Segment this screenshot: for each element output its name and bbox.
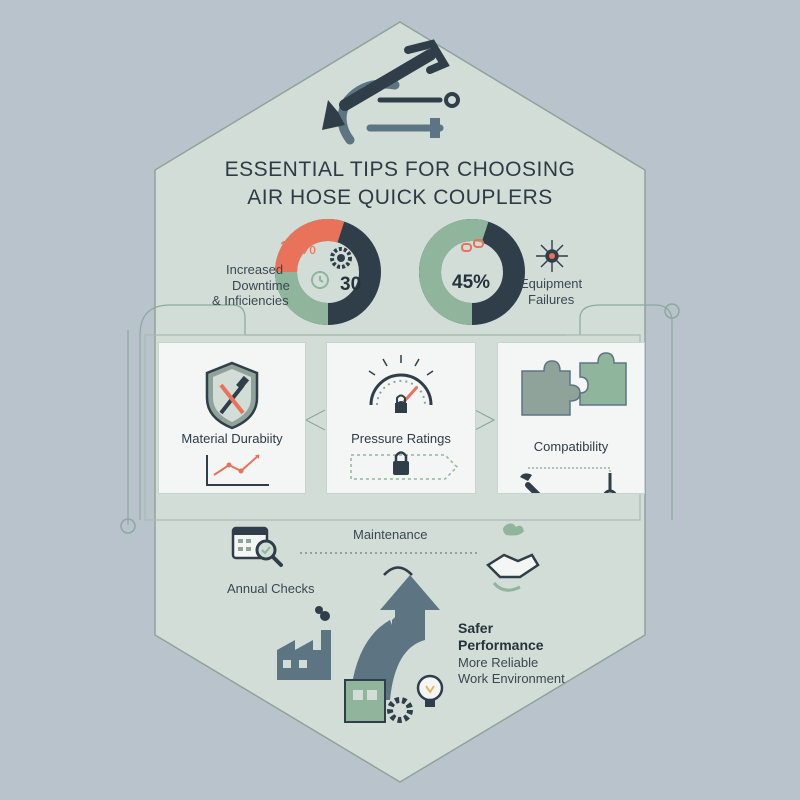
stat-failures-value: 45% <box>452 272 491 293</box>
calendar-search-icon <box>231 526 283 567</box>
lightbulb-icon <box>416 674 444 707</box>
donut-chart-downtime <box>275 219 381 325</box>
outcome-line3: More Reliable <box>458 655 539 670</box>
building-gear-icon <box>344 679 413 723</box>
stat-failures-label-1: Equipment <box>520 276 583 291</box>
gear-icon <box>330 247 352 269</box>
factory-icon <box>277 606 331 680</box>
broken-chain-icon <box>461 239 484 252</box>
outcome-line1: Safer <box>458 620 494 636</box>
connector-node-left <box>120 518 136 534</box>
arch-arrow-icon <box>383 566 413 576</box>
stat-downtime-value: 30 <box>340 274 362 295</box>
trend-chart-icon <box>206 454 269 486</box>
upward-arrow-icon <box>350 575 440 700</box>
connector-node-right <box>664 303 680 319</box>
card-material-durability: Material Durabiity <box>158 342 306 494</box>
card-label-compatibility: Compatibility <box>533 439 609 454</box>
clock-icon <box>311 271 329 289</box>
annual-checks-label: Annual Checks <box>227 581 315 596</box>
stat-downtime-label-3: & Inficiencies <box>212 293 289 308</box>
card-label-material: Material Durabiity <box>181 431 283 446</box>
maintenance-label: Maintenance <box>353 527 428 542</box>
card-compatibility: Compatibility <box>497 342 645 494</box>
outcome-line4: Work Environment <box>458 671 565 686</box>
gauge-lock-icon <box>350 355 459 480</box>
stat-downtime-overlay: 30% <box>280 238 317 258</box>
outcome-line2: Performance <box>458 637 544 653</box>
page-title-line2: AIR HOSE QUICK COUPLERS <box>247 186 553 209</box>
stat-downtime-label-2: Downtime <box>232 278 290 293</box>
coupler-icon <box>603 473 617 493</box>
card-pressure-ratings: Pressure Ratings <box>326 342 476 494</box>
wrench-hose-icon <box>322 39 460 145</box>
donut-chart-failures <box>419 219 525 325</box>
wrench-icon <box>520 473 541 493</box>
card-label-pressure: Pressure Ratings <box>351 431 451 446</box>
handshake-icon <box>486 523 540 592</box>
shield-hammer-icon <box>205 361 269 486</box>
stat-downtime-label-1: Increased <box>226 262 284 277</box>
connector-lines <box>127 304 673 525</box>
spark-burst-icon <box>536 240 568 272</box>
stat-failures-label-2: Failures <box>528 292 575 307</box>
puzzle-icon <box>520 352 627 493</box>
page-title-line1: ESSENTIAL TIPS FOR CHOOSING <box>224 158 576 181</box>
